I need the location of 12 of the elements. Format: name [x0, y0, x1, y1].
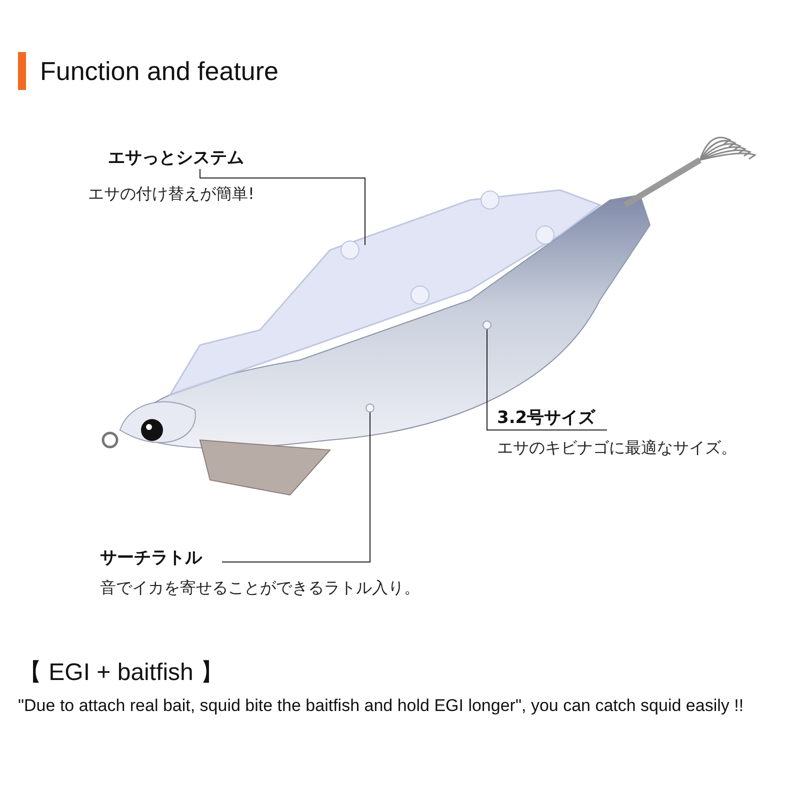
callout-text: エサの付け替えが簡単!: [88, 184, 254, 204]
callout-heading: 3.2号サイズ: [497, 408, 596, 428]
leader-line: [222, 404, 374, 562]
leader-line: [200, 168, 366, 246]
callout-text: エサのキビナゴに最適なサイズ。: [497, 438, 737, 458]
section-heading: 【 EGI + baitfish 】: [18, 658, 224, 688]
title: Function and feature: [40, 55, 278, 88]
callout-heading: エサっとシステム: [108, 148, 244, 168]
leader-line: [482, 320, 608, 430]
callout-text: 音でイカを寄せることができるラトル入り。: [100, 578, 420, 598]
description-text: "Due to attach real bait, squid bite the baitfish and hold EGI longer", you can catch squid easily !!: [18, 695, 745, 717]
callout-heading: サーチラトル: [100, 548, 202, 568]
